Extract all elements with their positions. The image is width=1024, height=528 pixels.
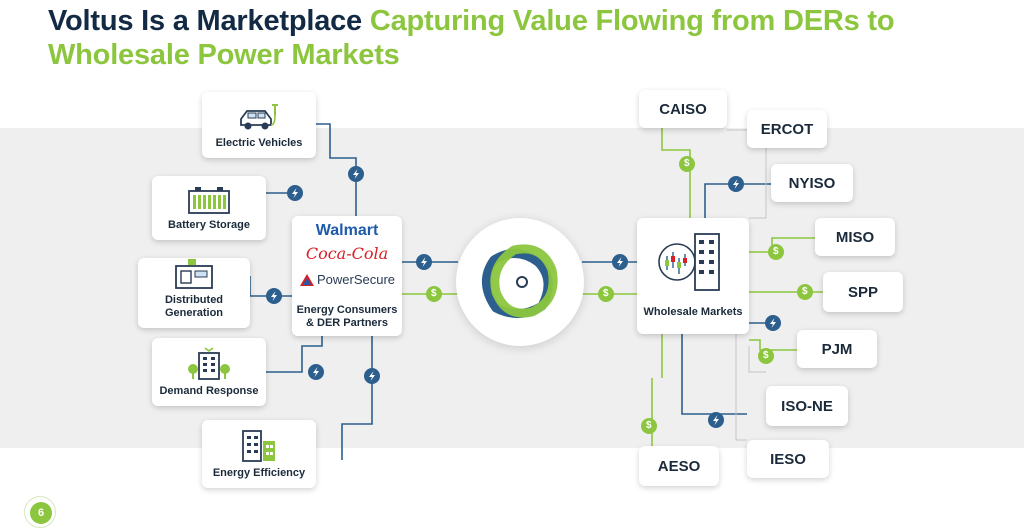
walmart-logo: Walmart: [315, 222, 379, 239]
card-label: Demand Response: [159, 385, 259, 397]
card-demand-response: Demand Response: [152, 338, 266, 406]
market-aeso: AESO: [639, 446, 719, 486]
page-number: 6: [30, 502, 52, 524]
market-ieso: IESO: [747, 440, 829, 478]
wholesale-label: Wholesale Markets: [643, 306, 743, 318]
buildings-icon: [242, 430, 275, 462]
card-energy-efficiency: Energy Efficiency: [202, 420, 316, 488]
building-icon: [188, 347, 230, 380]
coca-cola-logo: Coca-Cola: [305, 244, 389, 263]
title-main: Voltus Is a Marketplace: [48, 5, 370, 37]
market-pjm: PJM: [797, 330, 877, 368]
voltus-hub: [456, 218, 584, 346]
lightning-icon: [266, 166, 781, 428]
page-title: Voltus Is a Marketplace Capturing Value …: [48, 4, 1008, 72]
card-electric-vehicles: Electric Vehicles: [202, 92, 316, 158]
card-label: Battery Storage: [168, 219, 250, 231]
generator-icon: [175, 259, 213, 289]
market-nyiso: NYISO: [771, 164, 853, 202]
market-spp: SPP: [823, 272, 903, 312]
market-building-icon: [658, 233, 720, 291]
card-label: Distributed Generation: [164, 294, 224, 319]
card-battery-storage: Battery Storage: [152, 176, 266, 240]
powersecure-mark-icon: [300, 273, 314, 286]
battery-icon: [188, 187, 230, 214]
car-icon: [240, 104, 278, 130]
market-iso-ne: ISO-NE: [766, 386, 848, 426]
dollar-icon: [426, 156, 813, 434]
partners-card: Walmart Coca-Cola PowerSecure Energy Con…: [292, 216, 402, 336]
card-label: Electric Vehicles: [215, 137, 303, 149]
market-caiso: CAISO: [639, 90, 727, 128]
card-label: Energy Efficiency: [212, 467, 306, 479]
partners-label: Energy Consumers & DER Partners: [296, 304, 398, 329]
market-ercot: ERCOT: [747, 110, 827, 148]
powersecure-logo: PowerSecure: [300, 272, 400, 287]
title-highlight: Capturing Value Flowing from DERs to Who…: [48, 5, 895, 71]
card-distributed-generation: Distributed Generation: [138, 258, 250, 328]
market-miso: MISO: [815, 218, 895, 256]
voltus-logo-icon: [482, 244, 558, 318]
wholesale-markets-card: Wholesale Markets: [637, 218, 749, 334]
powersecure-text: PowerSecure: [317, 272, 396, 287]
